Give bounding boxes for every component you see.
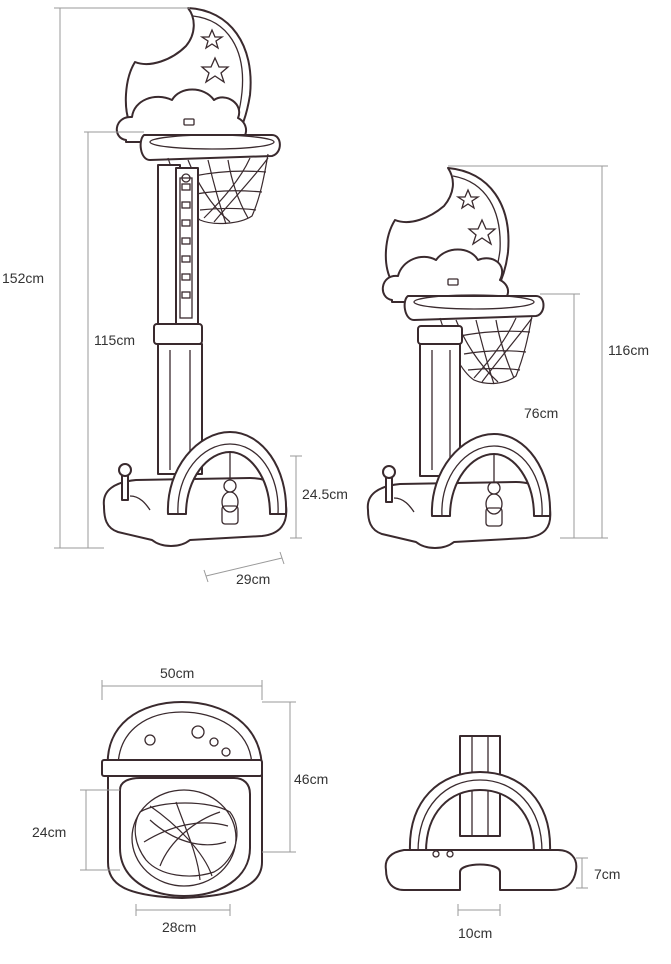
pole-adjust-strip [175,167,199,329]
stand-top-view [101,701,263,899]
pole-collar [153,323,203,345]
front-view-base [384,849,578,891]
star-icon [467,218,497,246]
dimension-lines [54,7,608,916]
pole-collar [417,325,463,345]
top-view-net [134,801,238,881]
hoop-rim [139,134,281,161]
label-total-height-max: 152cm [2,270,44,286]
star-icon [455,188,481,210]
label-base-depth: 29cm [236,571,270,587]
cloud-panel [116,88,247,143]
top-view-rim [119,777,251,897]
stand-short-view [366,167,552,549]
stand-base [366,481,552,549]
star-icon [199,28,225,50]
label-pole-width: 10cm [458,925,492,941]
label-total-height-min: 116cm [608,342,649,358]
hoop-rim [403,295,545,321]
ball-arch [166,431,288,515]
stand-front-view [384,735,578,891]
release-lever [121,473,129,501]
label-base-height: 7cm [594,866,620,882]
cloud-panel [382,248,509,303]
release-lever [385,475,393,503]
label-top-width: 50cm [160,665,194,681]
label-rim-depth: 24cm [32,824,66,840]
height-adjust-slots [181,183,191,299]
label-hoop-height-max: 115cm [94,332,135,348]
ball-arch [430,433,552,517]
label-arch-height: 24.5cm [302,486,348,502]
stand-base [102,477,288,547]
star-icon [200,56,230,84]
stand-tall-view [102,7,288,547]
dimension-labels: 152cm 115cm 24.5cm 29cm 116cm 76cm 50cm … [2,270,649,941]
label-rim-width: 28cm [162,919,196,935]
label-hoop-height-min: 76cm [524,405,558,421]
label-top-depth: 46cm [294,771,328,787]
